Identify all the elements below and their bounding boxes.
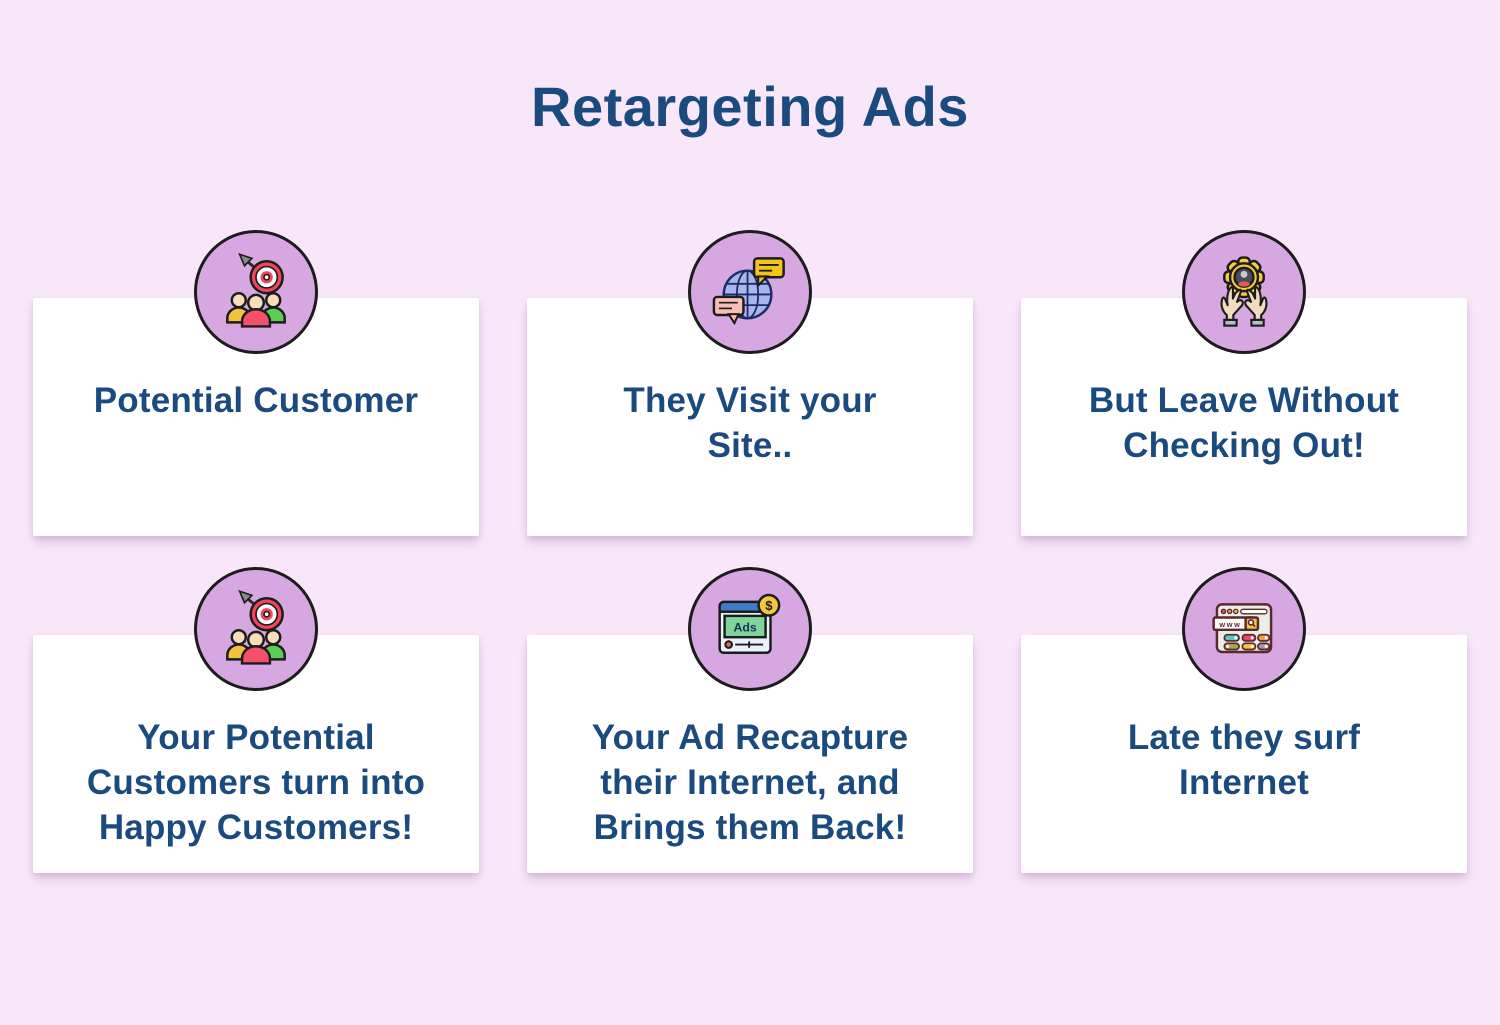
icon-circle — [688, 567, 812, 691]
card-visit-site: They Visit your Site.. — [527, 230, 973, 536]
target-audience-icon — [225, 589, 287, 665]
ads-browser-icon — [718, 593, 781, 655]
card-text: Your Ad Recapture their Internet, and Br… — [591, 718, 909, 847]
card-leave-without-checkout: But Leave Without Checking Out! — [1021, 230, 1467, 536]
target-audience-icon — [225, 252, 287, 328]
card-text: Your Potential Customers turn into Happy… — [86, 718, 426, 847]
card-text: They Visit your Site.. — [623, 381, 877, 465]
icon-circle — [194, 230, 318, 354]
card-surf-internet: Late they surf Internet — [1021, 567, 1467, 873]
icon-circle — [1182, 230, 1306, 354]
card-grid: Potential Customer They Visit your Site.… — [33, 230, 1467, 873]
card-potential-customer: Potential Customer — [33, 230, 479, 536]
globe-chat-icon — [712, 257, 785, 325]
card-text: But Leave Without Checking Out! — [1088, 381, 1400, 465]
card-happy-customers: Your Potential Customers turn into Happy… — [33, 567, 479, 873]
card-text: Late they surf Internet — [1127, 718, 1361, 802]
browser-search-icon — [1212, 603, 1273, 654]
card-text: Potential Customer — [93, 381, 419, 420]
hands-gear-user-icon — [1203, 251, 1285, 333]
icon-circle — [1182, 567, 1306, 691]
page-title: Retargeting Ads — [531, 75, 969, 138]
icon-circle — [688, 230, 812, 354]
icon-circle — [194, 567, 318, 691]
card-ad-recapture: Your Ad Recapture their Internet, and Br… — [527, 567, 973, 873]
